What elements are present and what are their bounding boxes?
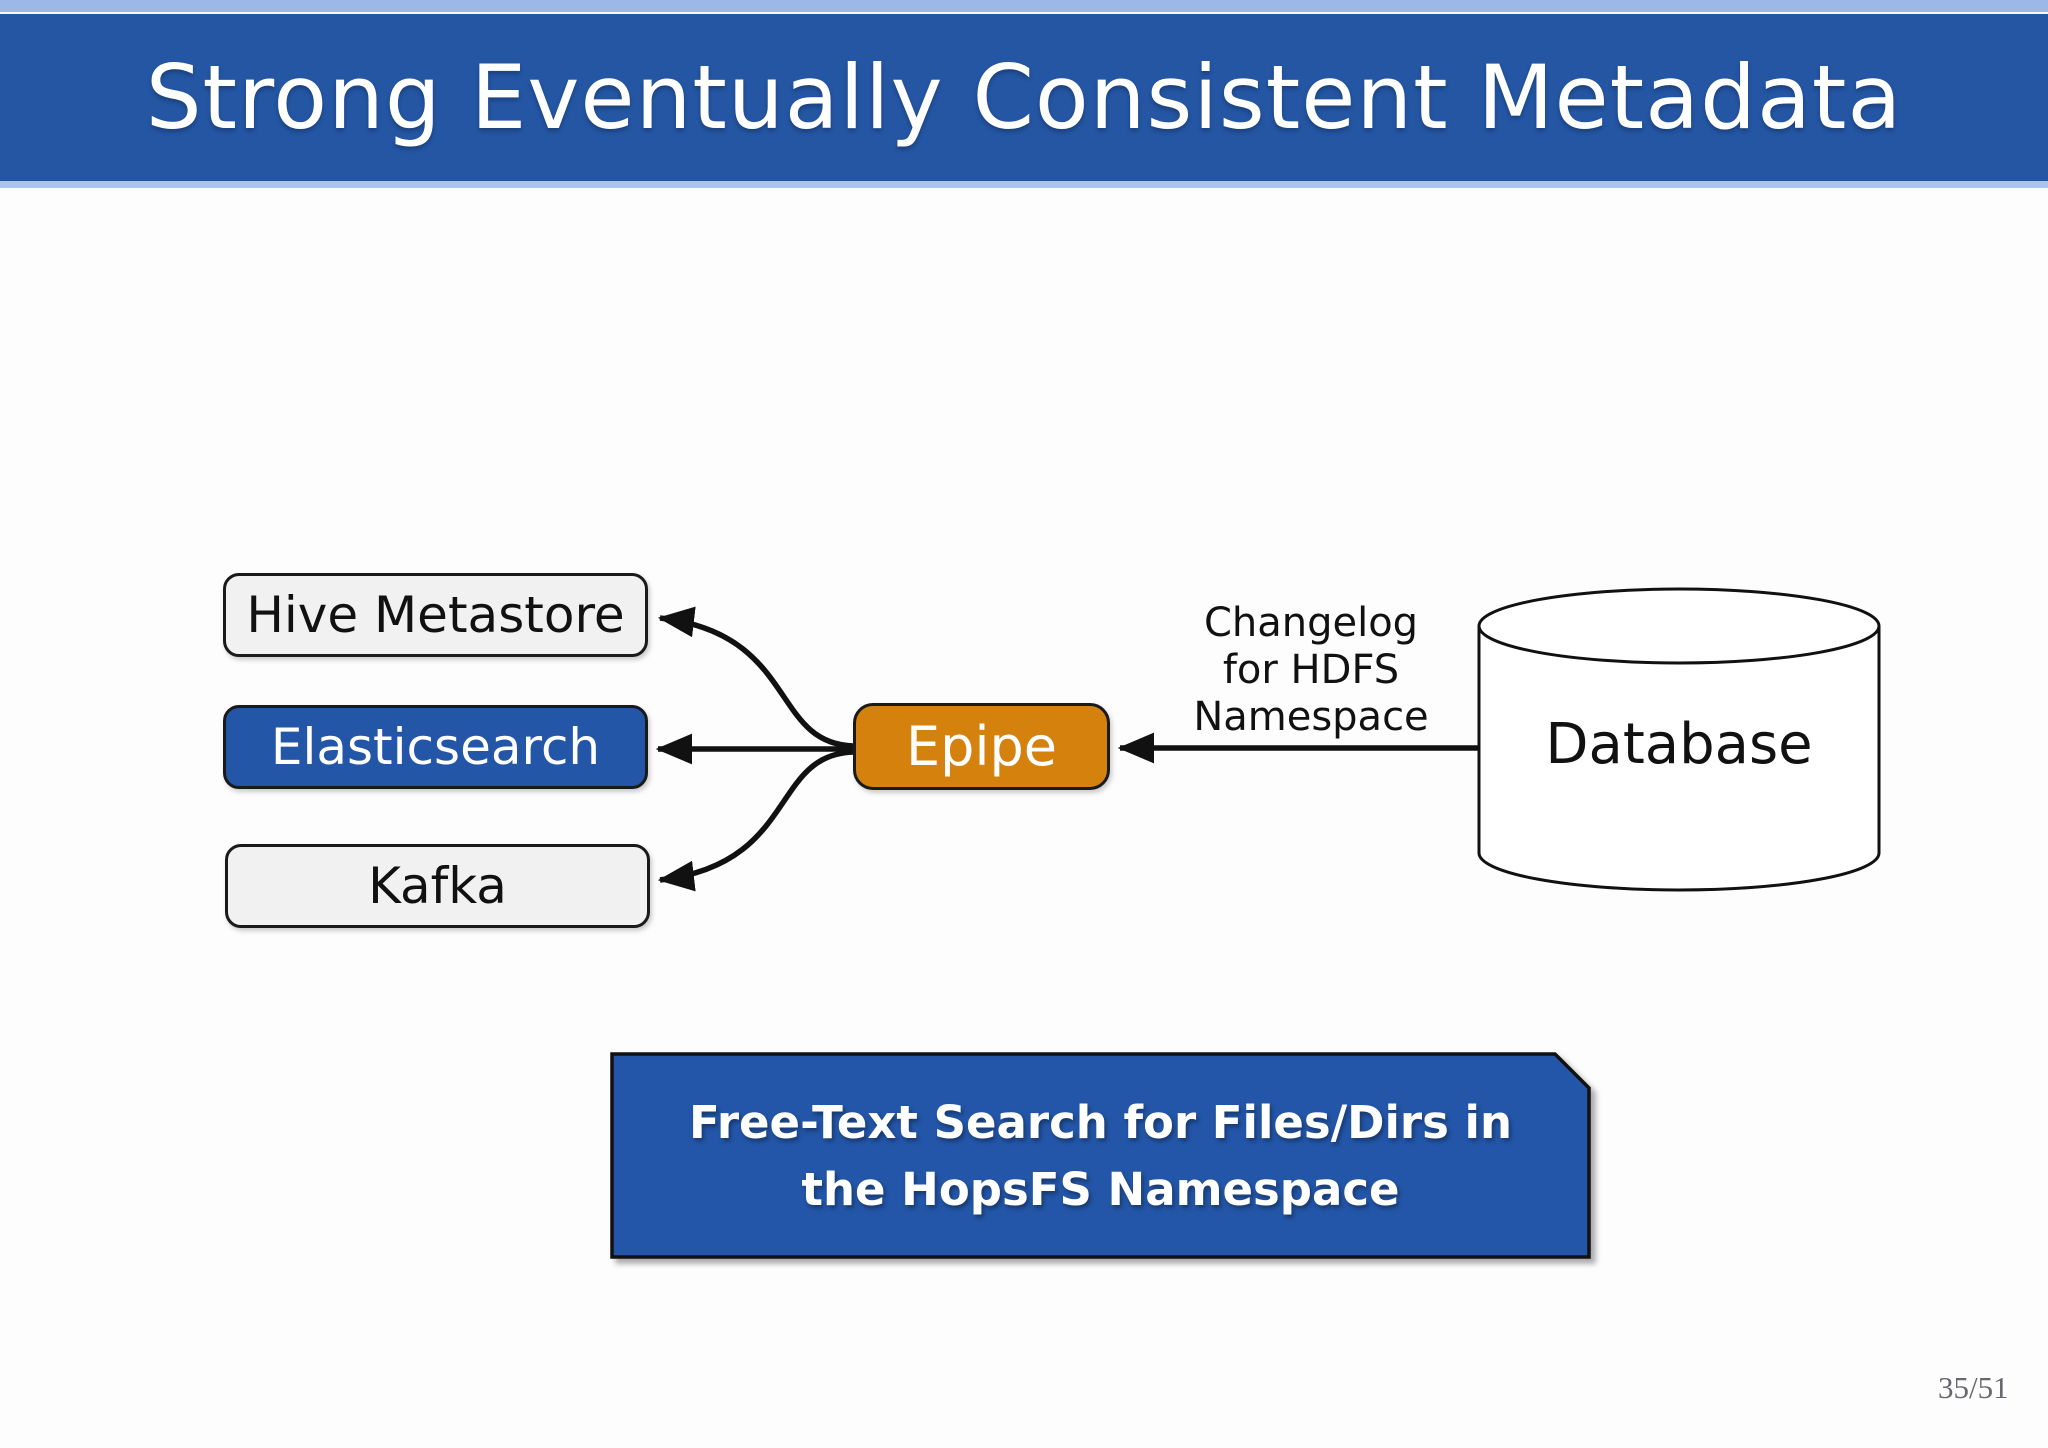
banner-text: Free-Text Search for Files/Dirs in the H… xyxy=(610,1052,1591,1259)
box-hive-metastore-label: Hive Metastore xyxy=(246,586,625,644)
box-elasticsearch: Elasticsearch xyxy=(223,705,648,789)
banner-shape xyxy=(610,1052,1591,1259)
changelog-line: Namespace xyxy=(1193,694,1429,740)
banner-line: Free-Text Search for Files/Dirs in xyxy=(688,1095,1513,1149)
slide-title: Strong Eventually Consistent Metadata xyxy=(145,46,1903,149)
header-bar: Strong Eventually Consistent Metadata xyxy=(0,12,2048,181)
header-top-strip xyxy=(0,0,2048,12)
box-kafka: Kafka xyxy=(225,844,650,928)
banner-line: the HopsFS Namespace xyxy=(801,1162,1400,1216)
arrow-epipe-to-kafka xyxy=(657,749,854,892)
box-elasticsearch-label: Elasticsearch xyxy=(270,718,601,776)
box-epipe: Epipe xyxy=(853,703,1110,790)
box-kafka-label: Kafka xyxy=(368,857,507,915)
page-number: 35/51 xyxy=(1938,1370,2009,1405)
header-bottom-strip xyxy=(0,181,2048,188)
changelog-line: for HDFS xyxy=(1222,647,1400,693)
changelog-line: Changelog xyxy=(1203,600,1419,646)
changelog-label: Changelog for HDFS Namespace xyxy=(1161,600,1461,741)
box-epipe-label: Epipe xyxy=(906,715,1057,778)
arrow-epipe-to-hive xyxy=(657,606,854,749)
banner: Free-Text Search for Files/Dirs in the H… xyxy=(610,1052,1591,1259)
box-hive-metastore: Hive Metastore xyxy=(223,573,648,657)
database-label: Database xyxy=(1545,712,1813,777)
title-bar: Strong Eventually Consistent Metadata xyxy=(0,0,2048,188)
